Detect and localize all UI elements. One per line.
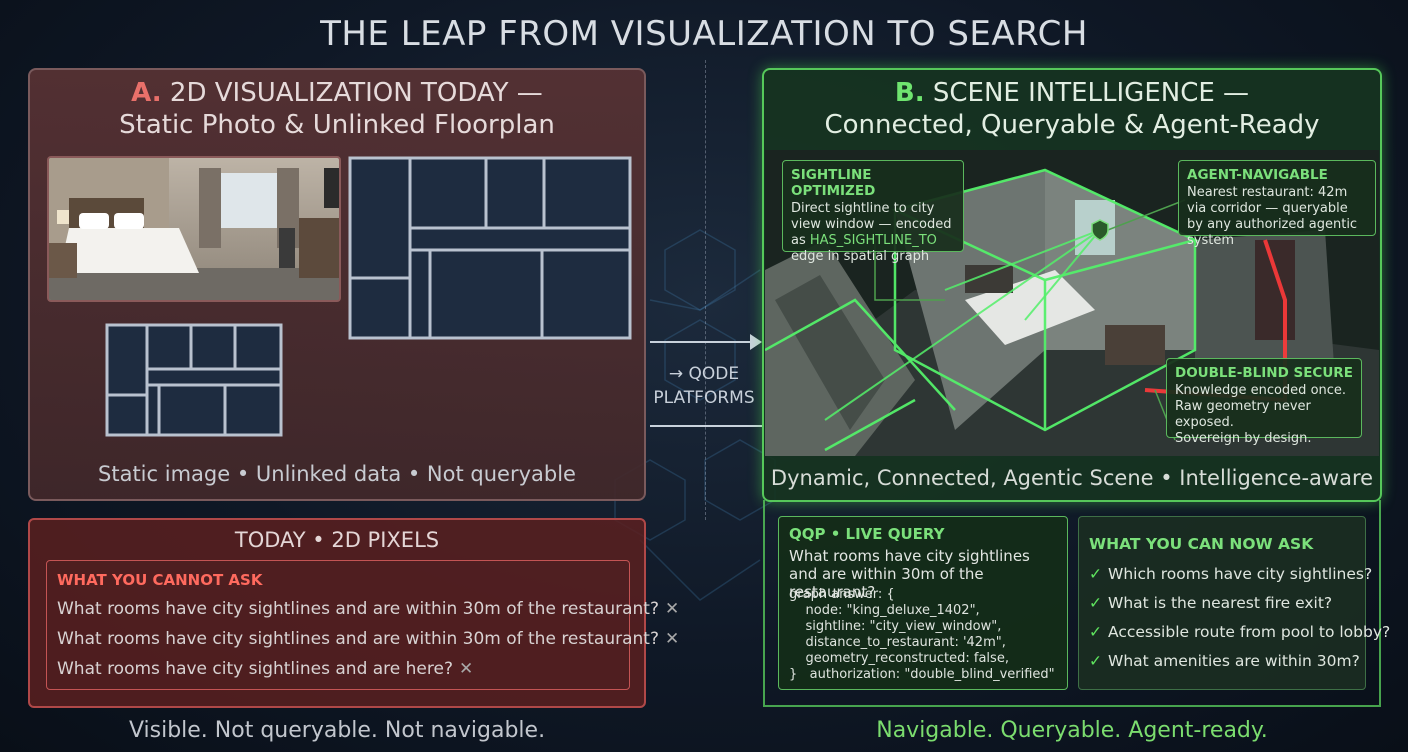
panel-a-caption: Static image • Unlinked data • Not query… (98, 462, 576, 486)
cannot-ask-item: What rooms have city sightlines and are … (57, 599, 679, 619)
platforms-label: PLATFORMS (653, 388, 755, 408)
bottom-left-tagline: Visible. Not queryable. Not navigable. (128, 718, 546, 743)
cannot-ask-text: What rooms have city sightlines and are … (57, 629, 659, 649)
ask-item: ✓ Accessible route from pool to lobby? (1089, 623, 1390, 641)
ask-item: ✓ What amenities are within 30m? (1089, 652, 1360, 670)
panel-b-title-line1: SCENE INTELLIGENCE — (932, 78, 1250, 108)
double-blind-callout: DOUBLE-BLIND SECURE Knowledge encoded on… (1166, 358, 1362, 446)
x-icon: ✕ (664, 629, 680, 649)
panel-b-title: B. SCENE INTELLIGENCE — (764, 78, 1380, 108)
hotel-room-photo (47, 156, 341, 302)
secure-callout-title: DOUBLE-BLIND SECURE (1175, 365, 1353, 381)
ask-title: WHAT YOU CAN NOW ASK (1089, 535, 1314, 553)
check-icon: ✓ (1089, 594, 1102, 612)
sightline-text-b: edge in spatial graph (791, 249, 930, 264)
panel-2d-visualization: A. 2D VISUALIZATION TODAY — Static Photo… (28, 68, 646, 501)
ask-item: ✓ Which rooms have city sightlines? (1089, 565, 1372, 583)
panel-a-title: A. 2D VISUALIZATION TODAY — (30, 78, 644, 108)
agent-navigable-callout: AGENT-NAVIGABLE Nearest restaurant: 42m … (1178, 160, 1376, 248)
panel-scene-intelligence: B. SCENE INTELLIGENCE — Connected, Query… (762, 68, 1382, 502)
cannot-ask-text: What rooms have city sightlines and are … (57, 659, 453, 679)
ask-item-text: Which rooms have city sightlines? (1108, 565, 1373, 583)
ask-item: ✓ What is the nearest fire exit? (1089, 594, 1332, 612)
check-icon: ✓ (1089, 565, 1102, 583)
qqp-title: QQP • LIVE QUERY (789, 525, 945, 543)
cannot-ask-item: What rooms have city sightlines and are … (57, 629, 679, 649)
secure-line1: Knowledge encoded once. (1175, 383, 1347, 398)
floorplan-large (348, 156, 632, 340)
check-icon: ✓ (1089, 623, 1102, 641)
x-icon: ✕ (459, 659, 474, 679)
platform-arrow (650, 334, 762, 427)
panel-b-tag: B. (894, 78, 925, 108)
ask-item-text: Accessible route from pool to lobby? (1108, 623, 1391, 641)
panel-a-tag: A. (131, 78, 162, 108)
panel-b-caption: Dynamic, Connected, Agentic Scene • Inte… (770, 466, 1374, 490)
sightline-callout: SIGHTLINE OPTIMIZED Direct sightline to … (782, 160, 964, 264)
qqp-graph-answer: graph answer: { node: "king_deluxe_1402"… (789, 587, 1055, 682)
sightline-text-a: Direct sightline to city view window — e… (791, 201, 952, 248)
floorplan-small (105, 323, 283, 437)
panel-b-lower-frame (763, 500, 1381, 707)
ask-item-text: What amenities are within 30m? (1108, 652, 1360, 670)
check-icon: ✓ (1089, 652, 1102, 670)
qqp-question: What rooms have city sightlines and are … (789, 547, 1030, 601)
qode-label: → QODE (668, 364, 740, 384)
center-divider (705, 60, 706, 520)
panel-a-subtitle: Static Photo & Unlinked Floorplan (119, 110, 555, 140)
agent-callout-text: Nearest restaurant: 42m via corridor — q… (1187, 185, 1358, 248)
cannot-ask-box: WHAT YOU CANNOT ASK What rooms have city… (46, 560, 679, 690)
sightline-edge-code: HAS_SIGHTLINE_TO (809, 233, 937, 248)
sightline-callout-body: Direct sightline to city view window — e… (791, 201, 955, 265)
ask-item-text: What is the nearest fire exit? (1108, 594, 1333, 612)
sightline-callout-title: SIGHTLINE OPTIMIZED (791, 167, 876, 199)
bottom-right-tagline: Navigable. Queryable. Agent-ready. (876, 718, 1268, 743)
panel-b-subtitle: Connected, Queryable & Agent-Ready (824, 110, 1320, 140)
page-title: THE LEAP FROM VISUALIZATION TO SEARCH (320, 14, 1088, 54)
cannot-ask-item: What rooms have city sightlines and are … (57, 659, 473, 679)
today-title: TODAY • 2D PIXELS (234, 528, 440, 552)
what-you-can-ask-box: WHAT YOU CAN NOW ASK ✓ Which rooms have c… (1078, 516, 1390, 690)
today-2d-pixels-panel: TODAY • 2D PIXELS WHAT YOU CANNOT ASK Wh… (28, 518, 679, 708)
secure-line2: Raw geometry never exposed. (1175, 399, 1311, 430)
qqp-live-query-box: QQP • LIVE QUERY What rooms have city si… (778, 516, 1068, 690)
cannot-ask-title: WHAT YOU CANNOT ASK (57, 571, 263, 589)
x-icon: ✕ (664, 599, 680, 619)
agent-callout-title: AGENT-NAVIGABLE (1187, 167, 1328, 183)
panel-a-title-line1: 2D VISUALIZATION TODAY — (169, 78, 543, 108)
qode-platforms-label: → QODE PLATFORMS (648, 362, 760, 410)
cannot-ask-text: What rooms have city sightlines and are … (57, 599, 659, 619)
secure-line3: Sovereign by design. (1175, 431, 1312, 446)
